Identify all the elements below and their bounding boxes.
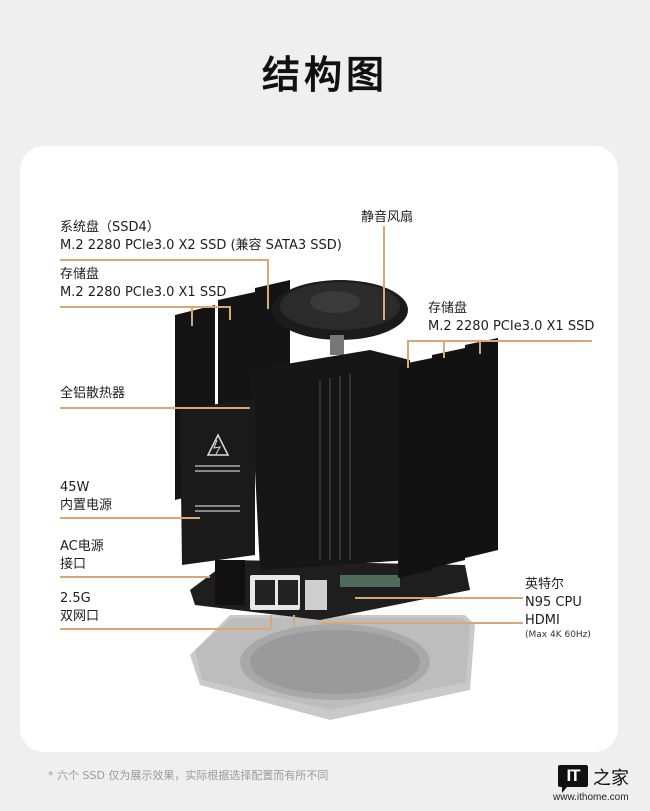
label-storage-right: 存储盘 M.2 2280 PCIe3.0 X1 SSD (428, 300, 594, 336)
leader-line-cpu (355, 597, 523, 599)
leader-line-storage-left-v1 (191, 306, 193, 326)
ithome-watermark: IT 之家 www.ithome.com (553, 765, 643, 805)
leader-line-heatsink (60, 407, 250, 409)
ithome-logo-cn: 之家 (593, 768, 629, 789)
leader-line-storage-right-v2 (443, 340, 445, 358)
label-storage-right-title: 存储盘 (428, 301, 468, 316)
label-ac-port-line2: 接口 (60, 557, 87, 572)
label-hdmi: HDMI (Max 4K 60Hz) (525, 612, 591, 641)
leader-line-hdmi (318, 622, 523, 624)
fan-illustration (272, 280, 408, 355)
label-heatsink: 全铝散热器 (60, 385, 125, 403)
leader-line-psu (60, 517, 200, 519)
label-cpu-model: N95 CPU (525, 595, 582, 610)
leader-line-ac-port (60, 576, 210, 578)
label-heatsink-title: 全铝散热器 (60, 386, 126, 401)
mini-pc-exploded-illustration (175, 280, 498, 720)
label-ac-port: AC电源 接口 (60, 538, 104, 574)
psu-illustration (180, 398, 255, 565)
leader-line-system-ssd-v (267, 259, 269, 309)
label-storage-left-spec: M.2 2280 PCIe3.0 X1 SSD (60, 285, 227, 300)
label-lan-speed: 2.5G (60, 591, 91, 606)
label-system-ssd: 系统盘（SSD4） M.2 2280 PCIe3.0 X2 SSD (兼容 SA… (60, 219, 342, 255)
leader-line-system-ssd (60, 259, 268, 261)
ithome-url: www.ithome.com (553, 792, 629, 803)
leader-line-storage-right-v3 (479, 340, 481, 354)
label-fan: 静音风扇 (361, 209, 413, 227)
label-lan-title: 双网口 (60, 609, 100, 624)
label-hdmi-title: HDMI (525, 613, 560, 628)
label-system-ssd-title: 系统盘（SSD4） (60, 220, 160, 235)
leader-line-lan (60, 628, 270, 630)
label-ac-port-line1: AC电源 (60, 539, 104, 554)
label-storage-left: 存储盘 M.2 2280 PCIe3.0 X1 SSD (60, 266, 226, 302)
right-ssd-illustration (398, 338, 498, 578)
leader-line-lan-v1 (270, 615, 272, 629)
leader-line-storage-left-v2 (229, 306, 231, 320)
label-psu: 45W 内置电源 (60, 479, 112, 515)
label-storage-left-title: 存储盘 (60, 267, 100, 282)
label-psu-title: 内置电源 (60, 498, 113, 513)
label-system-ssd-spec: M.2 2280 PCIe3.0 X2 SSD (兼容 SATA3 SSD) (60, 238, 342, 253)
label-psu-watt: 45W (60, 480, 90, 495)
footnote: * 六个 SSD 仅为展示效果，实际根据选择配置而有所不同 (48, 769, 329, 782)
bottom-plate-illustration (190, 615, 475, 720)
leader-line-storage-right-v1 (407, 340, 409, 368)
leader-line-fan (383, 226, 385, 320)
leader-line-storage-left (60, 306, 230, 308)
label-storage-right-spec: M.2 2280 PCIe3.0 X1 SSD (428, 319, 595, 334)
label-hdmi-spec: (Max 4K 60Hz) (525, 630, 591, 640)
label-fan-title: 静音风扇 (361, 210, 414, 225)
label-lan: 2.5G 双网口 (60, 590, 99, 626)
leader-line-lan-v2 (293, 615, 295, 629)
ithome-logo-icon: IT (558, 765, 588, 793)
leader-line-storage-right (407, 340, 592, 342)
label-cpu-brand: 英特尔 (525, 577, 565, 592)
heatsink-illustration (250, 350, 410, 570)
page-title: 结构图 (261, 53, 388, 97)
label-cpu: 英特尔 N95 CPU (525, 576, 582, 612)
